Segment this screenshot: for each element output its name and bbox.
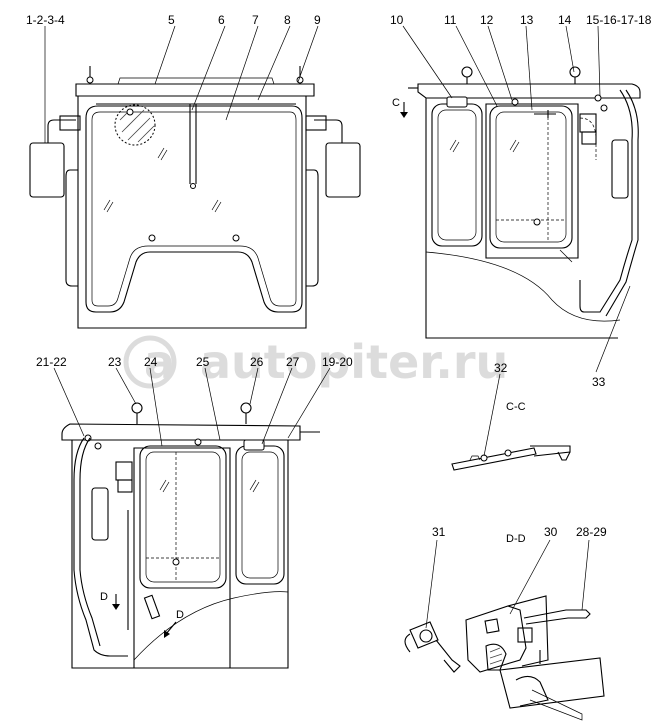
callout-left-3: 25	[196, 355, 210, 369]
callout-right-2: 12	[480, 13, 494, 27]
watermark: a autopiter.ru	[123, 335, 508, 389]
front-view: 1-2-3-4 5 6 7 8 9	[26, 13, 361, 329]
section-marker-d-2: D	[176, 609, 184, 621]
roof-bolt-icon	[86, 66, 304, 84]
callout-section-dd-1: 30	[544, 525, 558, 539]
callout-front-0: 1-2-3-4	[26, 13, 65, 27]
callout-front-5: 9	[314, 13, 321, 27]
callout-front-1: 5	[168, 13, 175, 27]
right-mirror-icon	[611, 139, 629, 199]
callout-right-4: 14	[558, 13, 572, 27]
watermark-text: autopiter.ru	[200, 335, 508, 389]
callout-front-2: 6	[218, 13, 225, 27]
callout-front-4: 8	[284, 13, 291, 27]
callout-right-3: 13	[520, 13, 534, 27]
callout-right-1: 11	[444, 13, 457, 27]
callout-section-dd-2: 28-29	[576, 525, 607, 539]
section-marker-c: C	[392, 97, 400, 109]
left-mirror-icon	[91, 487, 109, 541]
wiring-harness-icon	[579, 94, 608, 160]
callout-left-0: 21-22	[36, 355, 67, 369]
left-side-view: D D 21-22 23 24 25 26 27 19-20	[36, 355, 353, 669]
callout-left-5: 27	[286, 355, 300, 369]
callout-right-0: 10	[390, 13, 404, 27]
callout-section-dd-0: 31	[432, 525, 446, 539]
section-dd: D-D 31 30 28-29	[404, 525, 607, 721]
left-mirror-icon	[29, 115, 81, 287]
section-marker-d-1: D	[100, 591, 108, 603]
wiring-harness-icon	[84, 434, 133, 493]
section-cc: C-C 32	[451, 361, 571, 471]
right-mirror-icon	[305, 115, 361, 287]
callout-front-3: 7	[252, 13, 259, 27]
section-cc-title: C-C	[506, 401, 526, 413]
section-dd-title: D-D	[506, 533, 526, 545]
wiper-motor-icon	[114, 104, 156, 146]
callout-left-4: 26	[250, 355, 264, 369]
callout-right-6: 33	[592, 375, 606, 389]
lifting-eye-icon	[461, 66, 581, 84]
right-side-view: C 10 11 12 13 14 15-16-17-18 33	[390, 13, 652, 389]
door-latch-icon	[404, 621, 461, 673]
lifting-eye-icon	[131, 402, 252, 424]
callout-left-6: 19-20	[322, 355, 353, 369]
callout-left-2: 24	[144, 355, 158, 369]
watermark-logo-letter: a	[144, 335, 175, 389]
callout-left-1: 23	[108, 355, 122, 369]
callout-section-cc-0: 32	[494, 361, 508, 375]
callout-right-5: 15-16-17-18	[586, 13, 652, 27]
